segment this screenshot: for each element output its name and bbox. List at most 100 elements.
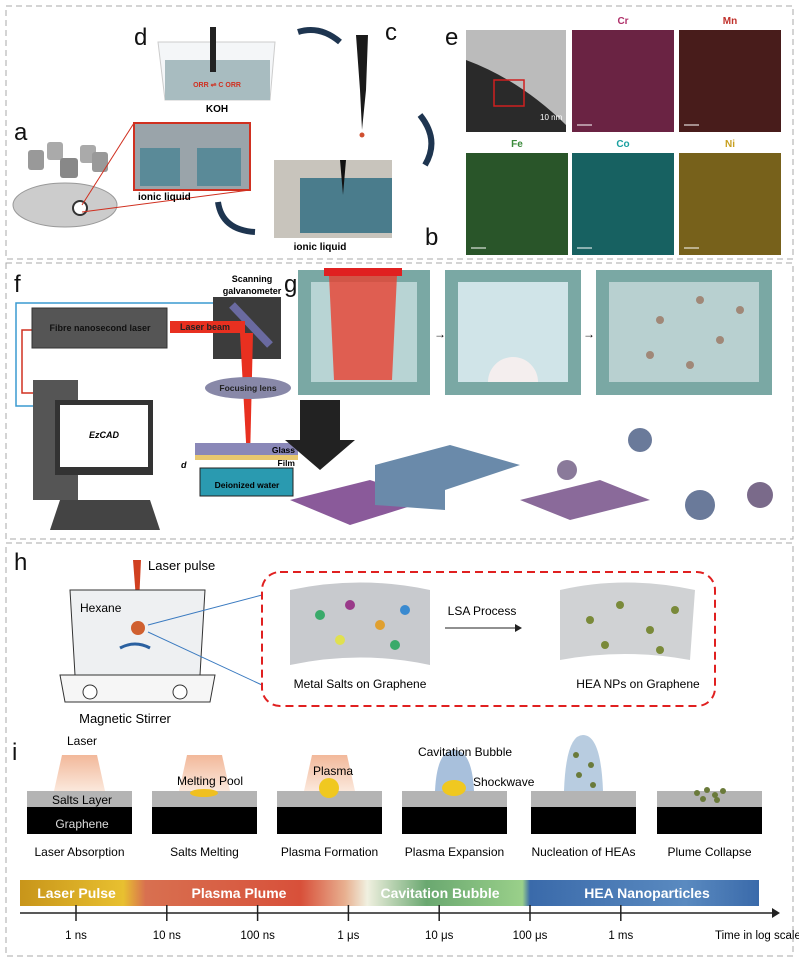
hea-nps-graphene: [560, 582, 695, 660]
keyboard: [50, 500, 160, 530]
panel-frame-bottom: [5, 542, 794, 957]
galvanometer-label-2: galvanometer: [223, 286, 282, 296]
element-label: Ni: [725, 139, 735, 150]
stage-label: Plasma Formation: [281, 845, 378, 859]
cavitation-bubble-annotation: Cavitation Bubble: [418, 745, 512, 759]
koh-label: KOH: [206, 104, 228, 115]
panel-frame-top: [5, 5, 794, 260]
panel-label-g: g: [284, 271, 297, 298]
ablation-chamber-3: [596, 270, 772, 395]
scale-bar-label: 10 nm: [540, 113, 563, 122]
tick-label: 1 ns: [65, 930, 87, 942]
element-label: Mn: [723, 16, 737, 27]
film-layer: [195, 455, 298, 460]
galvo-mirror: [229, 302, 273, 348]
panel-frame-middle: [5, 262, 794, 540]
stage-label: Nucleation of HEAs: [531, 845, 635, 859]
ionic-liquid-label: ionic liquid: [138, 192, 191, 203]
ezcad-label: EzCAD: [89, 430, 120, 440]
galvanometer-label-1: Scanning: [232, 274, 273, 284]
laser-beam-label: Laser beam: [180, 322, 230, 332]
tick-label: 1 ms: [608, 930, 633, 942]
zoom-line: [81, 122, 135, 206]
eds-map-ni: Ni: [679, 139, 781, 255]
stage-4: Plasma Expansion: [402, 750, 507, 859]
arrow-c-to-d: [297, 27, 342, 45]
phase-label: HEA Nanoparticles: [584, 885, 710, 901]
ablation-spot: [131, 621, 145, 635]
stage-5: Nucleation of HEAs: [531, 735, 636, 859]
metal-targets: [28, 142, 108, 178]
stage-1: Laser Absorption: [27, 755, 132, 859]
particle: [359, 132, 365, 138]
stage-label: Plume Collapse: [667, 845, 751, 859]
tick-label: 100 ns: [240, 930, 275, 942]
axis-label: Time in log scale: [715, 930, 799, 942]
stir-bar: [119, 642, 151, 650]
arrow-b-to-c: [417, 113, 435, 167]
laser-pulse-label: Laser pulse: [148, 558, 215, 573]
fibre-laser-label: Fibre nanosecond laser: [49, 323, 151, 333]
magnetic-stirrer-label: Magnetic Stirrer: [79, 711, 171, 726]
graphene-annotation: Graphene: [55, 817, 109, 831]
electrode-tip: [356, 35, 368, 130]
panel-label-i: i: [12, 739, 17, 766]
ionic-liquid-well: [274, 160, 392, 238]
focusing-lens: [205, 377, 291, 399]
plasma-annotation: Plasma: [313, 764, 353, 778]
koh-beaker: [157, 27, 276, 101]
phase-label: Cavitation Bubble: [380, 885, 499, 901]
salts-layer-annotation: Salts Layer: [52, 793, 112, 807]
tick-label: 1 μs: [337, 930, 359, 942]
panel-label-a: a: [14, 119, 28, 146]
water-tank: [199, 467, 294, 497]
pointer-line: [147, 594, 263, 626]
fibre-laser: [31, 307, 168, 349]
magnetic-stirrer: [59, 674, 216, 703]
metal-salts-label: Metal Salts on Graphene: [294, 677, 427, 691]
stage-6: Plume Collapse: [657, 787, 762, 859]
panel-label-h: h: [14, 549, 27, 576]
panel-label-e: e: [445, 24, 458, 51]
tick-label: 10 μs: [425, 930, 454, 942]
glass-layer: [195, 443, 298, 455]
haadf-image: 10 nm: [466, 30, 566, 132]
stage-label: Laser Absorption: [34, 845, 124, 859]
arrow-icon: →: [583, 327, 595, 341]
panel-label-b: b: [425, 224, 438, 251]
eds-map-fe: Fe: [466, 139, 568, 255]
glass-label: Glass: [272, 445, 295, 455]
gap-label: d: [181, 460, 187, 470]
laser-annotation: Laser: [67, 734, 97, 748]
ionic-liquid-caption: ionic liquid: [294, 242, 347, 253]
deionized-water-label: Deionized water: [215, 480, 280, 490]
tick-label: 10 ns: [153, 930, 181, 942]
arrow-icon: →: [434, 327, 446, 341]
element-label: Fe: [511, 139, 523, 150]
lsa-process-box: [261, 571, 716, 707]
panel-label-d: d: [134, 24, 147, 51]
film-label: Film: [278, 458, 296, 468]
stage-2: Salts Melting: [152, 755, 257, 859]
timeline-bar: [20, 880, 759, 906]
panel-label-c: c: [385, 19, 397, 46]
melting-pool-annotation: Melting Pool: [177, 774, 243, 788]
arrow-a-to-b: [215, 201, 256, 235]
lsa-process-label: LSA Process: [448, 604, 517, 618]
panel-label-f: f: [14, 271, 21, 298]
hea-nps-label: HEA NPs on Graphene: [576, 677, 700, 691]
axis-arrow-icon: [772, 908, 780, 918]
magnifier-icon: [72, 200, 88, 216]
shockwave-annotation: Shockwave: [473, 775, 535, 789]
hexane-label: Hexane: [80, 601, 122, 615]
zoom-line: [81, 189, 251, 213]
cable-blue: [15, 302, 213, 407]
stage-label: Salts Melting: [170, 845, 239, 859]
focusing-lens-label: Focusing lens: [219, 383, 276, 393]
stage-3: Plasma Formation: [277, 755, 382, 859]
eds-map-co: Co: [572, 139, 674, 255]
element-label: Cr: [617, 16, 628, 27]
ablation-chamber-1: [298, 268, 430, 395]
pointer-line: [147, 631, 263, 686]
